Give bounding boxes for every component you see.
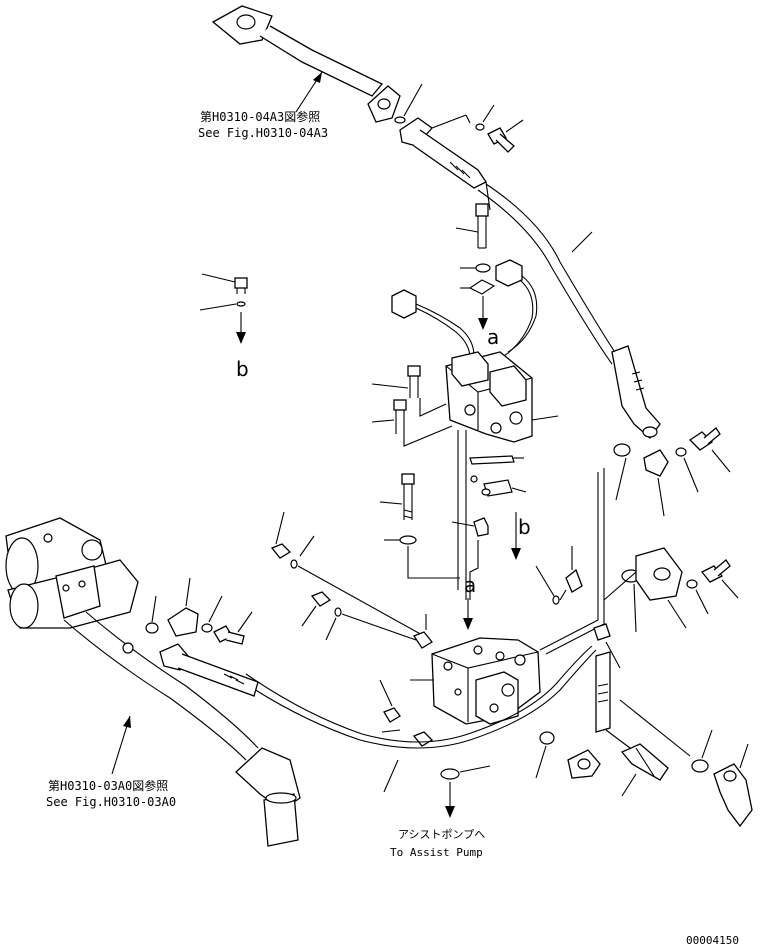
o-ring-pump (440, 768, 460, 780)
plug-bottom-left (383, 707, 401, 723)
solenoid-valve (445, 351, 533, 443)
washer (475, 123, 485, 131)
plug-left (270, 543, 298, 569)
lower-left-pipe (5, 517, 301, 847)
upper-reference-en: See Fig.H0310-04A3 (198, 126, 328, 140)
lower-pipe-ref-arrow (111, 715, 131, 775)
to-assist-pump-jp: アシストポンプへ (398, 828, 485, 841)
upper-tube (211, 5, 401, 123)
washer-rt-low (686, 579, 698, 589)
plug-left-2 (310, 591, 342, 617)
solenoid-connector-left (391, 289, 475, 359)
solenoid-connector-right (495, 259, 538, 357)
o-ring (394, 116, 406, 124)
valve-block (431, 637, 541, 725)
flange-fitting (399, 117, 487, 189)
bolt-left (213, 625, 245, 645)
plug-mid (473, 517, 489, 537)
o-ring-left (145, 622, 159, 634)
plate-flange (635, 547, 683, 601)
plug-bolt (234, 277, 248, 294)
lower-reference-en: See Fig.H0310-03A0 (46, 795, 176, 809)
elbow-fitting-right (713, 763, 753, 828)
split-flange (643, 449, 669, 477)
o-ring-block (399, 535, 417, 545)
upper-tube-ref-arrow (295, 71, 323, 113)
o-ring-sensor (691, 759, 709, 773)
plug-block-left (413, 631, 433, 649)
washer-2 (475, 263, 491, 273)
drawing-number: 00004150 (686, 934, 739, 947)
elbow-fitting-mid (565, 568, 583, 593)
plug-bottom (412, 731, 434, 747)
pressure-sensor (620, 743, 669, 781)
connection-a-top: a (487, 325, 499, 349)
lower-reference-jp: 第H0310-03A0図参照 (48, 778, 168, 793)
washer-right (675, 447, 687, 457)
lower-hose (239, 645, 611, 779)
small-plug-right (593, 623, 611, 641)
mounting-bolt (475, 203, 489, 249)
bolt-right (688, 427, 721, 451)
o-ring-bottom (539, 731, 555, 745)
washer-left (201, 623, 213, 633)
check-valve-parts (469, 455, 515, 497)
upper-reference-jp: 第H0310-04A3図参照 (200, 109, 320, 124)
right-hose (477, 183, 661, 439)
connection-b-right: b (518, 515, 531, 539)
o-ring-small (236, 301, 246, 307)
bolt (487, 127, 515, 153)
clamp (167, 607, 199, 637)
bolt-rt-low (700, 559, 731, 583)
hose-end-left (159, 643, 259, 697)
valve-bolt-2 (393, 399, 407, 434)
connection-b-left: b (236, 357, 249, 381)
valve-bolt-1 (407, 365, 421, 398)
connection-a-low: a (464, 573, 476, 597)
o-ring-right (613, 443, 631, 457)
to-assist-pump-en: To Assist Pump (390, 846, 483, 859)
block-bolt (401, 473, 415, 520)
